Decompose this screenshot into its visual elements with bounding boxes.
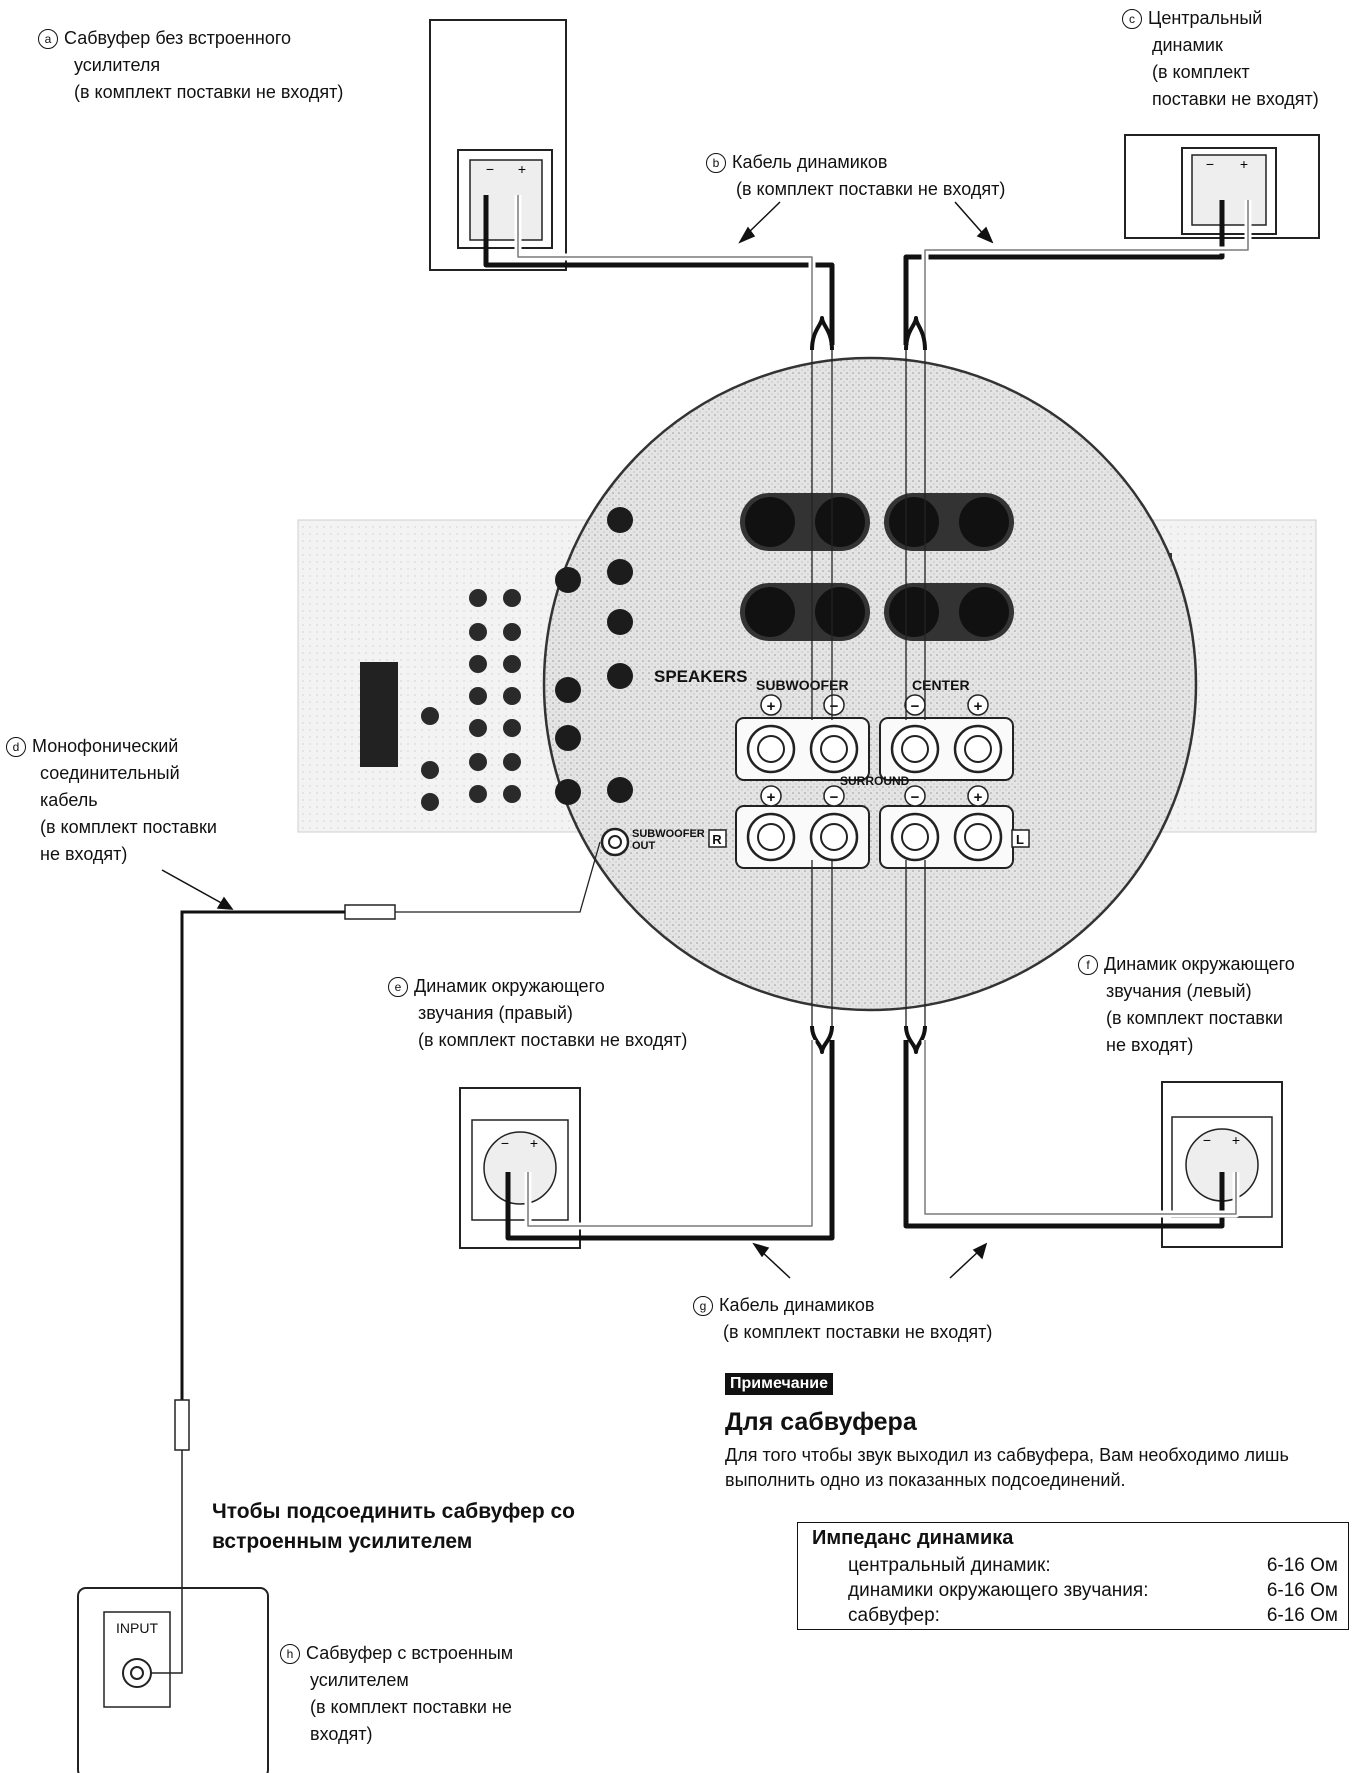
label-c-line4: поставки не входят) <box>1152 89 1319 109</box>
subwoofer-out-label-1: SUBWOOFER <box>632 828 705 840</box>
center-plus-mark: + <box>974 698 983 715</box>
speakers-panel-label: SPEAKERS <box>654 667 748 686</box>
label-a-line2: усилителя <box>74 55 161 75</box>
section-heading-line1: Чтобы подсоединить сабвуфер со <box>212 1500 575 1523</box>
label-c-line1: Центральный <box>1148 8 1263 28</box>
impedance-row: центральный динамик: 6-16 Ом <box>848 1555 1338 1581</box>
active-subwoofer: INPUT <box>77 1587 269 1773</box>
impedance-row-name: сабвуфер: <box>848 1605 940 1626</box>
label-d-line2: соединительный <box>40 763 180 783</box>
note-title: Для сабвуфера <box>725 1408 917 1436</box>
svg-text:−: − <box>1206 156 1214 172</box>
label-f-line4: не входят) <box>1106 1035 1194 1055</box>
svg-text:+: + <box>1240 156 1248 172</box>
label-f-line3: (в комплект поставки <box>1106 1008 1283 1028</box>
surround-right-speaker: − + <box>459 1087 581 1249</box>
label-c-line2: динамик <box>1152 35 1223 55</box>
svg-text:−: − <box>501 1135 509 1151</box>
input-jack <box>122 1658 152 1688</box>
label-c-center-speaker: c Центральный динамик (в комплект поставк… <box>1122 5 1319 113</box>
callout-arrows <box>161 201 994 1279</box>
sub-minus-mark: − <box>830 698 839 715</box>
label-f-line2: звучания (левый) <box>1106 981 1252 1001</box>
speaker-cables <box>483 195 1252 1241</box>
marker-h: h <box>280 1644 300 1664</box>
right-channel-mark: R <box>712 832 722 847</box>
section-heading: Чтобы подсоединить сабвуфер со встроенны… <box>212 1497 575 1557</box>
label-h-line4: входят) <box>310 1724 373 1744</box>
label-d-mono-cable: d Монофонический соединительный кабель (в… <box>6 733 217 868</box>
subwoofer-out-jack <box>600 827 630 857</box>
subwoofer-passive-speaker: − + <box>429 19 567 271</box>
label-h-active-subwoofer: h Сабвуфер с встроенным усилителем (в ком… <box>280 1640 513 1748</box>
surr-l-plus-mark: + <box>974 789 983 806</box>
surround-left-speaker: − + <box>1161 1081 1283 1248</box>
impedance-row-name: динамики окружающего звучания: <box>848 1580 1149 1601</box>
svg-text:+: + <box>1232 1132 1240 1148</box>
impedance-title: Импеданс динамика <box>812 1527 1014 1549</box>
center-minus-mark: − <box>911 698 920 715</box>
marker-e: e <box>388 977 408 997</box>
svg-text:+: + <box>518 161 526 177</box>
marker-c: c <box>1122 9 1142 29</box>
label-d-line5: не входят) <box>40 844 128 864</box>
section-heading-line2: встроенным усилителем <box>212 1530 473 1553</box>
marker-d: d <box>6 737 26 757</box>
impedance-row: динамики окружающего звучания: 6-16 Ом <box>848 1580 1338 1606</box>
label-c-line3: (в комплект <box>1152 62 1250 82</box>
marker-f: f <box>1078 955 1098 975</box>
surr-r-plus-mark: + <box>767 789 776 806</box>
impedance-row-value: 6-16 Ом <box>1266 1580 1338 1601</box>
svg-text:−: − <box>486 161 494 177</box>
note-badge: Примечание <box>725 1373 834 1395</box>
center-panel-label: CENTER <box>912 677 970 693</box>
sub-plus-mark: + <box>767 698 776 715</box>
label-a-passive-subwoofer: a Сабвуфер без встроенного усилителя (в к… <box>38 25 343 106</box>
subwoofer-out-label-2: OUT <box>632 840 656 852</box>
label-g-speaker-cable: g Кабель динамиков (в комплект поставки н… <box>693 1292 992 1346</box>
magnified-terminal-area: + − − + + − − + SPEAKERS SUBWOOFER CENTE… <box>542 356 1198 1012</box>
label-a-line1: Сабвуфер без встроенного <box>64 28 292 48</box>
label-d-line1: Монофонический <box>32 736 179 756</box>
label-b-speaker-cable: b Кабель динамиков (в комплект поставки н… <box>706 149 1005 203</box>
impedance-row: сабвуфер: 6-16 Ом <box>848 1605 1338 1631</box>
svg-text:−: − <box>1203 1132 1211 1148</box>
label-f-line1: Динамик окружающего <box>1104 954 1295 974</box>
label-e-line2: звучания (правый) <box>418 1003 573 1023</box>
label-e-surround-right: e Динамик окружающего звучания (правый) (… <box>388 973 687 1054</box>
label-g-line1: Кабель динамиков <box>719 1295 875 1315</box>
label-e-line1: Динамик окружающего <box>414 976 605 996</box>
label-f-surround-left: f Динамик окружающего звучания (левый) (в… <box>1078 951 1295 1059</box>
label-b-line1: Кабель динамиков <box>732 152 888 172</box>
input-jack-label: INPUT <box>116 1620 158 1636</box>
marker-b: b <box>706 153 726 173</box>
note-text: Для того чтобы звук выходил из сабвуфера… <box>725 1445 1289 1490</box>
impedance-row-name: центральный динамик: <box>848 1555 1051 1576</box>
impedance-row-value: 6-16 Ом <box>1266 1605 1338 1626</box>
label-g-line2: (в комплект поставки не входят) <box>723 1322 993 1342</box>
upper-binding-posts <box>740 493 1014 641</box>
label-h-line1: Сабвуфер с встроенным <box>306 1643 514 1663</box>
surround-panel-label: SURROUND <box>840 774 910 788</box>
label-b-line2: (в комплект поставки не входят) <box>736 179 1006 199</box>
label-a-line3: (в комплект поставки не входят) <box>74 82 344 102</box>
left-channel-mark: L <box>1016 832 1024 847</box>
impedance-row-value: 6-16 Ом <box>1266 1555 1338 1576</box>
surr-r-minus-mark: − <box>830 789 839 806</box>
label-h-line3: (в комплект поставки не <box>310 1697 512 1717</box>
surr-l-minus-mark: − <box>911 789 920 806</box>
mono-cable <box>151 841 601 1674</box>
impedance-table: Импеданс динамика центральный динамик: 6… <box>797 1522 1349 1630</box>
subwoofer-panel-label: SUBWOOFER <box>756 677 849 693</box>
marker-a: a <box>38 29 58 49</box>
label-d-line4: (в комплект поставки <box>40 817 217 837</box>
label-h-line2: усилителем <box>310 1670 409 1690</box>
svg-text:+: + <box>530 1135 538 1151</box>
label-d-line3: кабель <box>40 790 98 810</box>
marker-g: g <box>693 1296 713 1316</box>
label-e-line3: (в комплект поставки не входят) <box>418 1030 688 1050</box>
